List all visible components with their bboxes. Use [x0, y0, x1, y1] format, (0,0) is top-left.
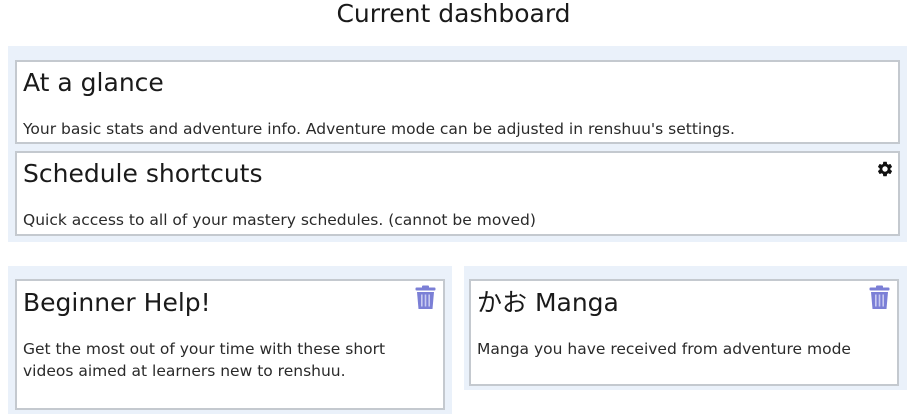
widget-beginner-help[interactable]: Beginner Help! Get the most out of your …: [15, 279, 445, 410]
widget-schedule-shortcuts: Schedule shortcuts Quick access to all o…: [15, 151, 900, 236]
widget-description: Your basic stats and adventure info. Adv…: [23, 120, 735, 138]
page-title: Current dashboard: [336, 0, 571, 28]
widget-slot-right: かお Manga Manga you have received from ad…: [464, 266, 907, 390]
gear-icon[interactable]: [876, 160, 894, 178]
widget-title: Schedule shortcuts: [23, 159, 263, 188]
widget-slot-left: Beginner Help! Get the most out of your …: [8, 266, 452, 414]
trash-icon[interactable]: [415, 285, 436, 310]
widget-title: かお Manga: [477, 288, 619, 317]
fixed-widgets-group: At a glance Your basic stats and adventu…: [8, 46, 907, 242]
widget-description: Get the most out of your time with these…: [23, 340, 386, 380]
widget-description: Manga you have received from adventure m…: [477, 340, 851, 358]
widget-manga[interactable]: かお Manga Manga you have received from ad…: [469, 279, 899, 386]
widget-title: At a glance: [23, 68, 164, 97]
trash-icon[interactable]: [869, 285, 890, 310]
widget-title: Beginner Help!: [23, 288, 211, 317]
widget-at-a-glance[interactable]: At a glance Your basic stats and adventu…: [15, 60, 900, 144]
widget-description: Quick access to all of your mastery sche…: [23, 211, 536, 229]
